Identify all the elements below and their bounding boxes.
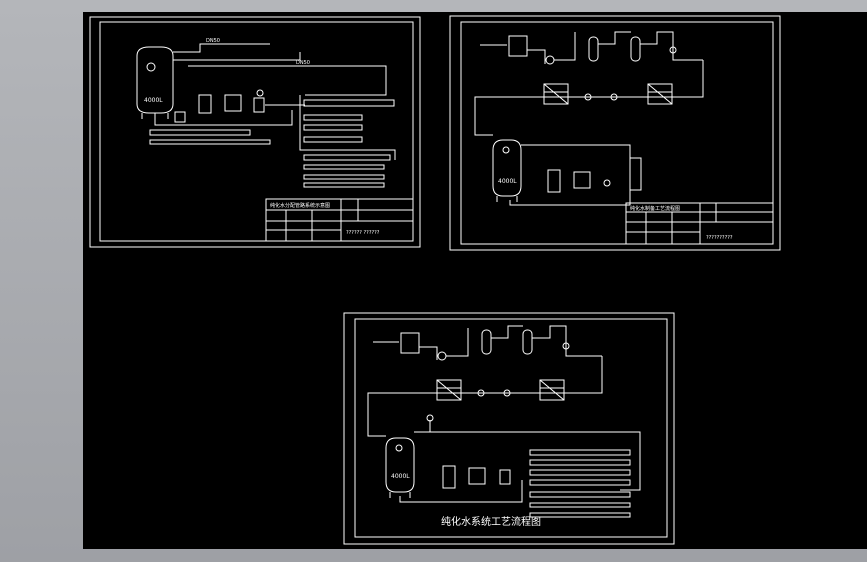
sheet-3[interactable]: 4000L (343, 312, 675, 545)
sheet-3-raw-water-tank (400, 332, 420, 354)
sheet-2-uv-unit (573, 171, 591, 189)
sheet-2-sand-filter (588, 36, 599, 62)
sheet-2-ro-feed-line (474, 60, 704, 136)
sheet-3-inner-frame (354, 318, 668, 538)
sheet-2-title-block (625, 202, 774, 245)
sheet-2-title: 纯化水制备工艺流程图 (630, 205, 680, 212)
sheet-3-supply-loop (414, 431, 641, 491)
sheet-2-outer-frame (449, 15, 781, 251)
sheet-3-heat-exchanger (499, 469, 511, 485)
sheet-1-uv-unit (224, 94, 242, 112)
sheet-3-ro-stage-2 (539, 379, 565, 401)
sheet-3-outer-frame (343, 312, 675, 545)
sheet-3-uv-unit (468, 467, 486, 485)
sheet-3-ro-stage-1 (436, 379, 462, 401)
sheet-3-raw-water-pump (437, 351, 447, 361)
sheet-2-inner-frame (460, 21, 774, 245)
sheet-1-inner-frame (99, 21, 414, 242)
sheet-3-storage-tank (385, 437, 415, 498)
sheet-2-footer: ?????????? (706, 235, 733, 241)
sheet-1-gauge (256, 89, 264, 97)
sheet-2-carbon-filter (630, 36, 641, 62)
sheet-2-ro-stage-2 (647, 83, 673, 105)
sheet-2-ro-stage-1 (543, 83, 569, 105)
sheet-1-outer-frame (89, 16, 421, 248)
sheet-2-raw-water-tank (508, 35, 528, 57)
sheet-1-return-line (173, 43, 270, 53)
sheet-1-pipe-label-main: DN50 (296, 60, 310, 66)
sheet-3-filter (442, 465, 456, 489)
sheet-3-sand-filter (481, 329, 492, 355)
sheet-2[interactable]: 4000L 纯化水制备工艺流程图 ?????? (449, 15, 781, 251)
sheet-1-title-block (265, 198, 414, 242)
sheet-1-filter (198, 94, 212, 114)
sheet-1-user-points (299, 95, 396, 188)
sheet-2-raw-water-pump (545, 55, 555, 65)
sheet-1-bottom-line (154, 110, 293, 126)
sheet-3-user-points (529, 449, 631, 518)
sheet-1-vent-line (173, 52, 301, 61)
sheet-1-pipe-label-top: DN50 (206, 38, 220, 44)
sheet-2-filter (547, 169, 561, 193)
sheet-1-supply-loop (188, 65, 387, 96)
sheet-1-footer: ?????? ?????? (346, 230, 380, 236)
sheet-3-carbon-filter (522, 329, 533, 355)
sheet-1-pump (174, 111, 186, 123)
sheet-3-tank-volume: 4000L (391, 473, 410, 480)
sheet-1-title: 纯化水分配管路系统示意图 (270, 202, 330, 209)
sheet-1-tank (136, 46, 174, 119)
sheet-3-ro-feed-line (367, 356, 603, 437)
sheet-2-outlet-unit (629, 157, 642, 191)
sheet-1-heat-exchanger (253, 97, 265, 113)
sheet-1-left-labels (149, 129, 271, 145)
sheet-1-tank-volume: 4000L (144, 97, 163, 104)
sheet-3-title: 纯化水系统工艺流程图 (441, 515, 541, 528)
sheet-2-storage-tank (492, 139, 522, 202)
sheet-1[interactable]: 4000L DN50 DN50 (89, 16, 421, 248)
sheet-2-tank-volume: 4000L (498, 178, 517, 185)
